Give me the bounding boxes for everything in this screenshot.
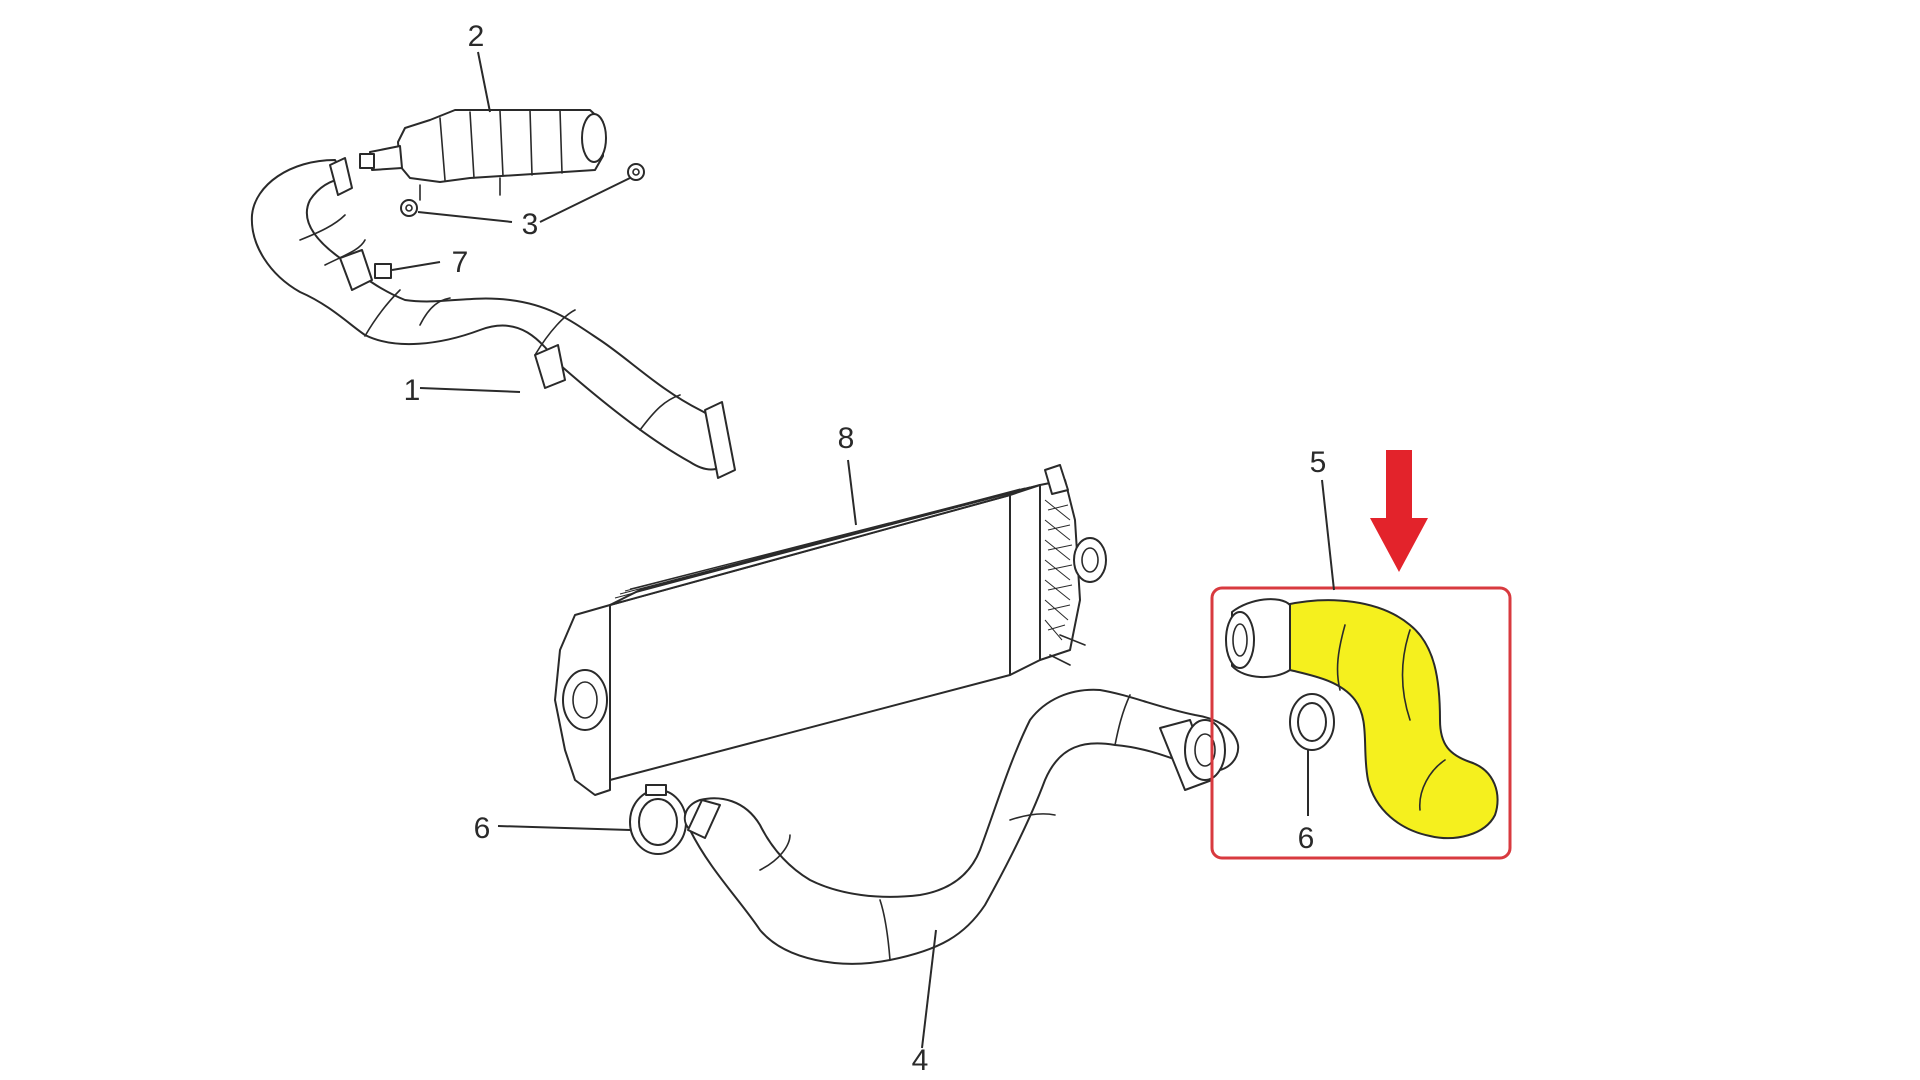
part-3-nuts: [400, 163, 645, 217]
part-8-intercooler: [554, 464, 1107, 796]
part-6-left-clamp: [629, 784, 687, 855]
highlight-box: [1210, 586, 1512, 860]
part-2-canister: [359, 109, 607, 201]
callout-5: 5: [1310, 446, 1327, 479]
part-4-lower-hose: [683, 688, 1240, 965]
part-5-highlighted-hose: [1225, 598, 1499, 840]
leader-lines: [391, 51, 1335, 1049]
callout-3: 3: [522, 208, 539, 241]
callout-6-left: 6: [474, 812, 491, 845]
part-5-yellow-fill: [1279, 599, 1499, 840]
callout-6-right: 6: [1298, 822, 1315, 855]
part-6-right-clamp: [1289, 693, 1335, 751]
highlight-box-outline: [1210, 586, 1512, 860]
part-7-clamp: [374, 263, 392, 279]
callout-8: 8: [838, 422, 855, 455]
arrow-down-shape: [1370, 450, 1428, 572]
arrow-down-icon: [1370, 450, 1428, 572]
callout-numbers: 2 3 7 1 8 6 4 5 6: [404, 20, 1327, 1077]
callout-4: 4: [912, 1044, 929, 1077]
callout-1: 1: [404, 374, 421, 407]
part-1-upper-hose: [250, 157, 736, 479]
callout-2: 2: [468, 20, 485, 53]
callout-7: 7: [452, 246, 469, 279]
